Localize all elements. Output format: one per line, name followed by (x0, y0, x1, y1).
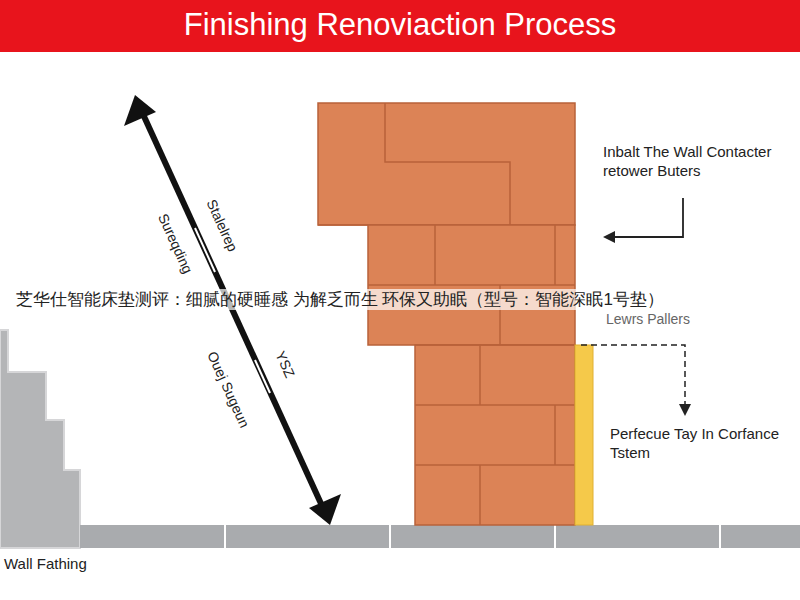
ground-bar (80, 525, 800, 548)
leader-arrowhead (603, 231, 615, 243)
insulation-layer (575, 345, 593, 525)
ground-joints (225, 525, 720, 548)
watermark: 芝华仕智能床垫测评：细腻的硬睡感 为解乏而生 环保又助眠（型号：智能深眠1号垫） (16, 289, 664, 310)
brick-joints (318, 103, 575, 525)
title: Finishing Renoviaction Process (0, 6, 800, 44)
arrow-stripe (255, 360, 270, 393)
arrow-label: Stalelrep (203, 197, 242, 255)
stairs (0, 330, 80, 548)
leader-line (614, 198, 683, 237)
dashed-leader (581, 345, 685, 405)
arrow-head (124, 95, 156, 126)
callout-text: Lewrs Pallers (606, 311, 776, 329)
title-bar (0, 0, 800, 52)
callout-text: Inbalt The Wall Contacter retower Buters (603, 143, 783, 181)
leader-arrowhead (679, 404, 691, 416)
brick-wall (318, 103, 575, 525)
arrow-label: Ouej Sugeun (203, 349, 253, 431)
floor-label: Wall Fathing (4, 555, 204, 574)
callout-text: Perfecue Tay In Corfance Tstem (610, 425, 780, 463)
arrow-label: YSZ (271, 349, 298, 381)
arrow-head (309, 494, 341, 525)
arrow-stripe (195, 228, 215, 272)
